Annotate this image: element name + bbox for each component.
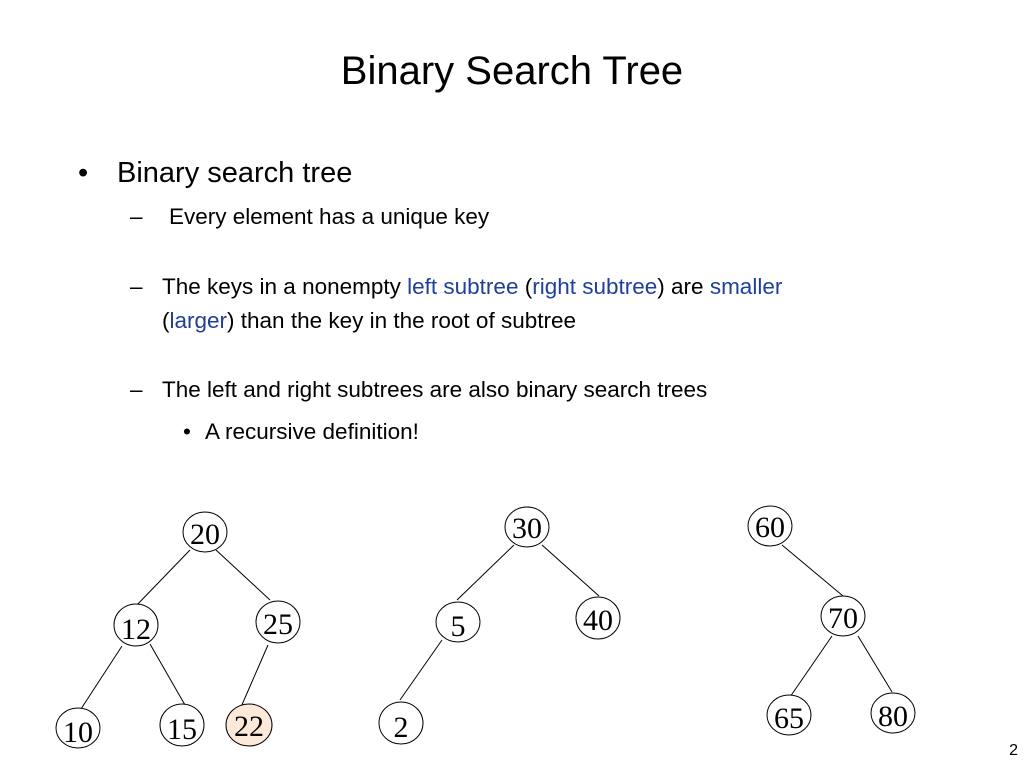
highlight-larger: larger [169, 308, 228, 333]
tree-node [820, 595, 866, 637]
bullet-binary-search-tree: • Binary search tree [78, 156, 352, 190]
dash-marker: – [130, 377, 143, 402]
node-label: 15 [167, 713, 197, 746]
sub-sub-bullet-recursive: • A recursive definition! [183, 415, 419, 449]
tree-node [378, 701, 424, 745]
edge-12-10 [78, 645, 123, 713]
node-label: 20 [190, 518, 220, 551]
text-run: ( [162, 308, 170, 333]
edge-70-80 [857, 635, 893, 693]
tree-2: 30 5 40 2 [378, 506, 621, 745]
tree-node [504, 506, 550, 548]
tree-node [55, 707, 101, 749]
tree-node [182, 511, 228, 553]
sub-bullet-text: The left and right subtrees are also bin… [162, 377, 708, 402]
dash-marker: – [130, 204, 143, 229]
node-label: 22 [234, 710, 264, 743]
tree-3: 60 70 65 80 [747, 505, 916, 736]
node-label: 5 [451, 610, 466, 643]
text-run: ( [518, 274, 533, 299]
slide-number: 2 [1009, 742, 1018, 759]
edge-25-22 [240, 644, 269, 708]
bullet-text: Binary search tree [117, 157, 353, 189]
highlight-smaller: smaller [709, 274, 783, 299]
edge-5-2 [399, 639, 443, 701]
tree-node [255, 600, 301, 644]
sub-sub-bullet-text: A recursive definition! [205, 419, 419, 444]
sub-bullet-line-2: (larger) than the key in the root of sub… [162, 304, 576, 338]
node-label: 12 [121, 613, 151, 646]
tree-node [766, 694, 812, 736]
text-run: ) than the key in the root of subtree [227, 308, 576, 333]
node-label: 40 [583, 604, 613, 637]
tree-node [870, 692, 916, 734]
tree-node [575, 596, 621, 640]
node-label: 30 [512, 512, 542, 545]
bullet-dot: • [78, 157, 89, 189]
edge-30-5 [456, 544, 515, 601]
tree-1: 20 12 25 10 15 22 [55, 511, 301, 749]
node-label: 25 [263, 608, 293, 641]
text-run: The keys in a nonempty [162, 274, 408, 299]
edge-12-15 [149, 643, 186, 706]
dash-marker: – [130, 274, 143, 299]
tree-node [747, 505, 793, 547]
edge-60-70 [781, 544, 844, 597]
node-label: 60 [755, 511, 785, 544]
sub-bullet-line-1: The keys in a nonempty left subtree (rig… [162, 270, 782, 304]
node-label: 2 [394, 711, 409, 744]
tree-node-highlighted [225, 703, 273, 747]
highlight-left-subtree: left subtree [407, 274, 519, 299]
text-run: ) are [657, 274, 710, 299]
slide-title: Binary Search Tree [340, 49, 684, 93]
highlight-right-subtree: right subtree [532, 274, 658, 299]
tree-node [159, 703, 205, 747]
node-label: 10 [63, 716, 93, 749]
node-label: 80 [878, 700, 908, 733]
node-label: 70 [828, 602, 858, 635]
bullet-dot: • [183, 419, 191, 444]
edge-70-65 [789, 635, 833, 698]
sub-bullet-text: Every element has a unique key [169, 204, 490, 229]
node-label: 65 [774, 702, 804, 735]
tree-node [113, 603, 159, 647]
tree-node [435, 601, 481, 643]
edge-30-40 [541, 544, 600, 597]
edge-20-25 [215, 549, 271, 601]
edge-20-12 [133, 549, 191, 609]
